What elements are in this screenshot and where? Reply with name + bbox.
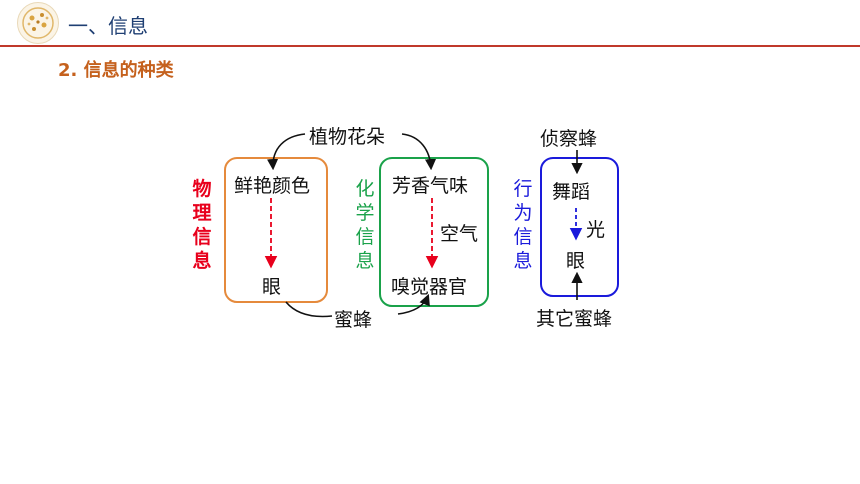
eye-to-bee-curve [285,301,333,318]
behavior-info-label: 行 为 信 息 [513,178,533,272]
bright-color-label: 鲜艳颜色 [234,175,311,197]
section-subtitle: 2. 信息的种类 [58,60,174,81]
physical-info-box [224,157,328,303]
behavior-eye-label: 眼 [566,250,586,272]
fragrance-label: 芳香气味 [392,175,469,197]
plant-to-color-arrow [266,133,306,171]
air-label: 空气 [440,223,479,245]
logo-pattern-icon [22,7,54,39]
header-divider [0,45,860,47]
physical-info-label: 物 理 信 息 [192,178,212,272]
behavior-info-box [540,157,619,297]
olfactory-organ-label: 嗅觉器官 [391,276,468,298]
dance-label: 舞蹈 [552,181,591,203]
logo [17,2,59,44]
chemical-info-label: 化 学 信 息 [355,178,375,272]
chemical-info-box [379,157,489,307]
plant-to-smell-arrow [401,133,437,171]
bee-label: 蜜蜂 [334,309,373,331]
bee-to-nose-arrow [397,293,430,315]
physical-eye-label: 眼 [262,276,282,298]
plant-flower-label: 植物花朵 [309,126,386,148]
scout-bee-label: 侦察蜂 [540,128,598,150]
light-label: 光 [586,219,606,241]
page-title: 一、信息 [68,14,148,38]
other-bees-label: 其它蜜蜂 [536,308,613,330]
